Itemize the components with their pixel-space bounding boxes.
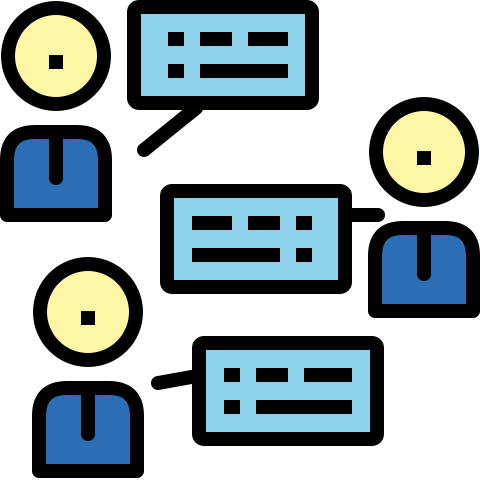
- speech-bubble-icon: [127, 0, 319, 157]
- speech-bubble-icon: [151, 336, 384, 446]
- bubble-text-line: [304, 368, 352, 382]
- bubble-text-line: [192, 248, 280, 262]
- person-icon: [32, 257, 144, 478]
- bubble-text-line: [256, 400, 352, 414]
- bubble-text-bullet: [168, 32, 184, 46]
- bubble-text-bullet: [296, 216, 312, 230]
- person-eye: [81, 311, 95, 325]
- bubble-tail: [137, 101, 203, 157]
- bubble-tail: [151, 369, 204, 390]
- person-eye: [417, 151, 431, 165]
- bubble-text-line: [200, 32, 232, 46]
- bubble-text-line: [248, 32, 288, 46]
- speech-bubble-icon: [160, 184, 385, 294]
- bubble-text-bullet: [296, 248, 312, 262]
- bubble-text-bullet: [224, 368, 240, 382]
- person-icon: [368, 97, 480, 318]
- bubble-text-line: [200, 64, 288, 78]
- bubble-text-line: [256, 368, 288, 382]
- person-icon: [0, 1, 112, 222]
- bubble-box: [192, 336, 384, 446]
- bubble-text-bullet: [224, 400, 240, 414]
- bubble-text-line: [192, 216, 232, 230]
- bubble-text-line: [248, 216, 280, 230]
- person-eye: [49, 55, 63, 69]
- bubble-text-bullet: [168, 64, 184, 78]
- bubble-box: [127, 0, 319, 110]
- bubble-box: [160, 184, 352, 294]
